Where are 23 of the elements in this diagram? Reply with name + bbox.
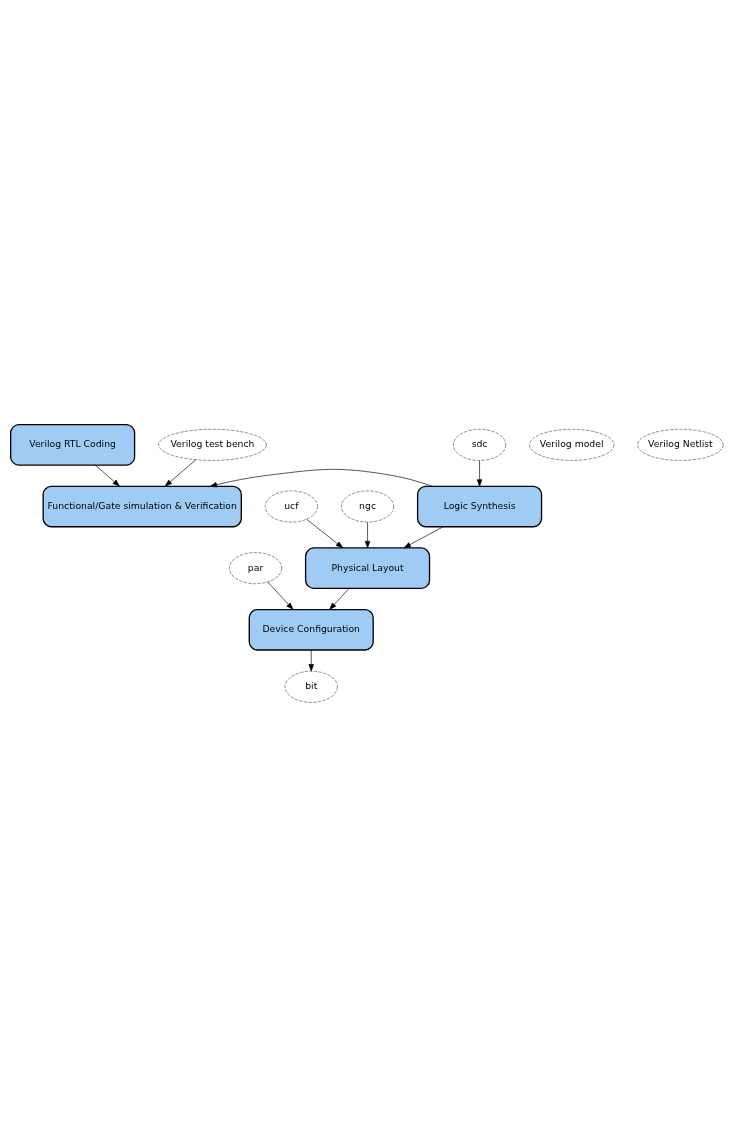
node-ellipse: Verilog model [529,428,615,461]
arrow [329,588,350,610]
arrow [403,526,444,549]
arrow [94,464,120,487]
arrow [164,459,197,487]
node-ellipse: sdc [453,428,507,461]
node-ellipse: par [229,552,283,585]
node-ellipse: Verilog test bench [158,428,267,461]
node-box: Device Configuration [248,608,374,651]
node-ellipse: ucf [264,490,318,523]
node-ellipse: ngc [341,490,395,523]
node-ellipse: Verilog Netlist [637,428,724,461]
arrow [476,460,483,487]
arrow [364,522,371,549]
arrow [267,581,294,610]
node-ellipse: bit [284,670,338,703]
node-box: Physical Layout [304,547,431,589]
arrow [308,649,314,672]
arrow [209,469,433,488]
node-box: Functional/Gate simulation & Verification [42,485,242,528]
arrow [306,518,344,549]
node-box: Verilog RTL Coding [10,424,136,466]
node-box: Logic Synthesis [416,485,543,528]
